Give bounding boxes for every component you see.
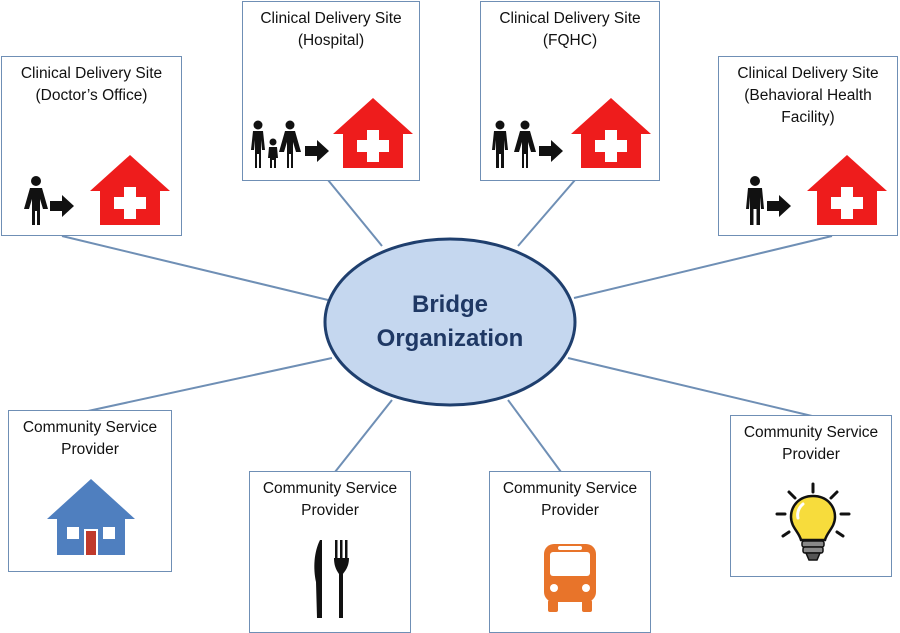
site-label: Clinical Delivery Site (Behavioral Healt…	[737, 65, 879, 126]
fork-knife-icon	[314, 540, 349, 618]
couple-icon	[492, 120, 536, 168]
family-icon	[251, 120, 301, 168]
connector-doctors-office	[61, 235, 329, 301]
woman-icon	[24, 176, 48, 225]
community-provider-housing: Community Service Provider	[8, 410, 172, 572]
community-provider-utilities: Community Service Provider	[730, 415, 892, 577]
clinic-building-icon	[333, 98, 413, 168]
bridge-organization-hub	[323, 237, 577, 407]
site-label: Clinical Delivery Site (Doctor’s Office)	[20, 65, 163, 104]
clinic-building-icon	[571, 98, 651, 168]
man-icon	[746, 176, 764, 225]
house-icon	[47, 479, 135, 555]
community-provider-food: Community Service Provider	[249, 471, 411, 633]
arrow-right-icon	[767, 195, 791, 217]
bus-icon	[544, 544, 596, 612]
connector-fqhc	[517, 179, 576, 247]
provider-label: Community Service Provider	[262, 480, 398, 519]
provider-label: Community Service Provider	[22, 419, 158, 458]
clinical-site-fqhc: Clinical Delivery Site (FQHC)	[480, 1, 660, 181]
arrow-right-icon	[50, 195, 74, 217]
lightbulb-icon	[775, 482, 851, 561]
hub-label-line1: Bridge	[411, 291, 488, 318]
connector-provider-food	[334, 399, 393, 473]
connector-provider-utilities	[567, 357, 813, 417]
clinical-site-doctors-office: Clinical Delivery Site (Doctor’s Office)	[1, 56, 182, 236]
clinical-site-hospital: Clinical Delivery Site (Hospital)	[242, 1, 420, 181]
community-provider-transportation: Community Service Provider	[489, 471, 651, 633]
clinic-building-icon	[90, 155, 170, 225]
site-label: Clinical Delivery Site (Hospital)	[260, 10, 402, 49]
clinical-site-behavioral-health: Clinical Delivery Site (Behavioral Healt…	[718, 56, 898, 236]
connector-provider-transport	[507, 399, 562, 473]
site-label: Clinical Delivery Site (FQHC)	[499, 10, 641, 49]
connector-behavioral-health	[573, 235, 833, 299]
hub-label-line2: Organization	[376, 325, 524, 352]
arrow-right-icon	[539, 140, 563, 162]
provider-label: Community Service Provider	[502, 480, 638, 519]
arrow-right-icon	[305, 140, 329, 162]
connector-provider-housing	[87, 357, 333, 412]
connector-hospital	[327, 179, 383, 247]
clinic-building-icon	[807, 155, 887, 225]
provider-label: Community Service Provider	[743, 424, 879, 463]
hub-label: Bridge Organization	[322, 236, 578, 408]
